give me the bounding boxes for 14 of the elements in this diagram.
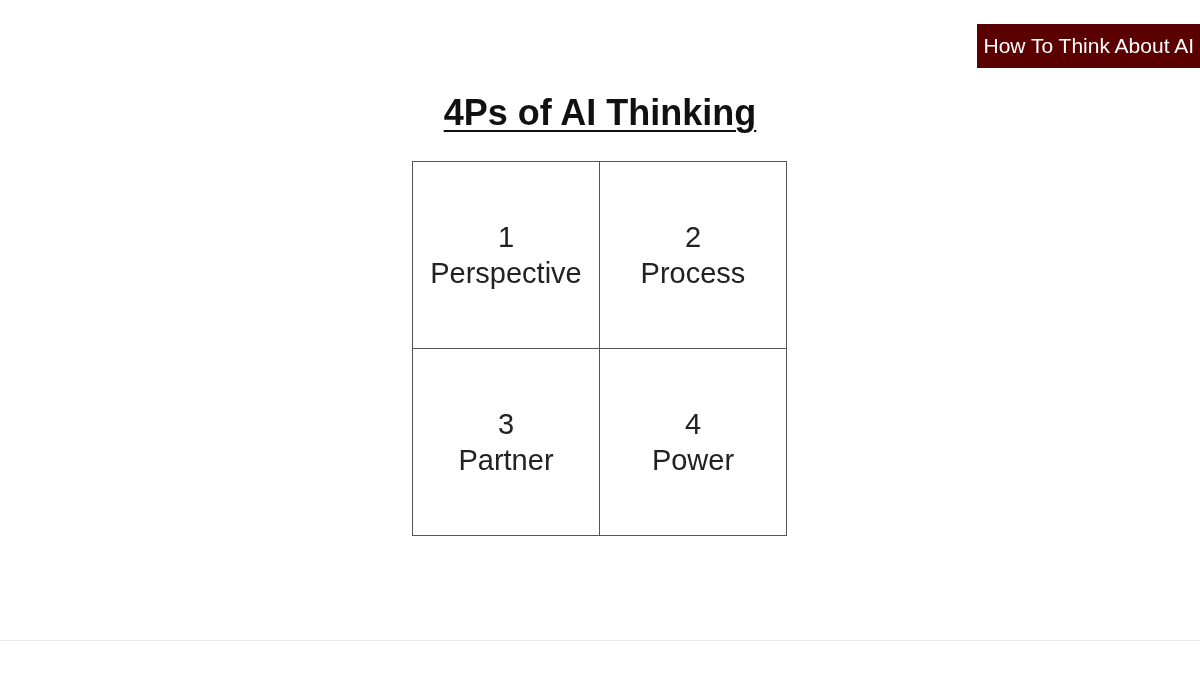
diagram-title: 4Ps of AI Thinking [443,92,757,133]
cell-number: 1 [497,220,515,255]
cell-label: Power [651,443,735,478]
grid-cell [412,161,600,349]
grid-cell [412,348,600,536]
cell-number: 2 [684,220,702,255]
cell-number: 4 [684,407,702,442]
cell-number: 3 [497,407,515,442]
grid-cell [599,348,787,536]
cell-label: Partner [458,443,554,478]
grid-cell [599,161,787,349]
header-tag: How To Think About AI [977,24,1200,68]
cell-label: Process [640,256,746,291]
cell-label: Perspective [430,256,582,291]
